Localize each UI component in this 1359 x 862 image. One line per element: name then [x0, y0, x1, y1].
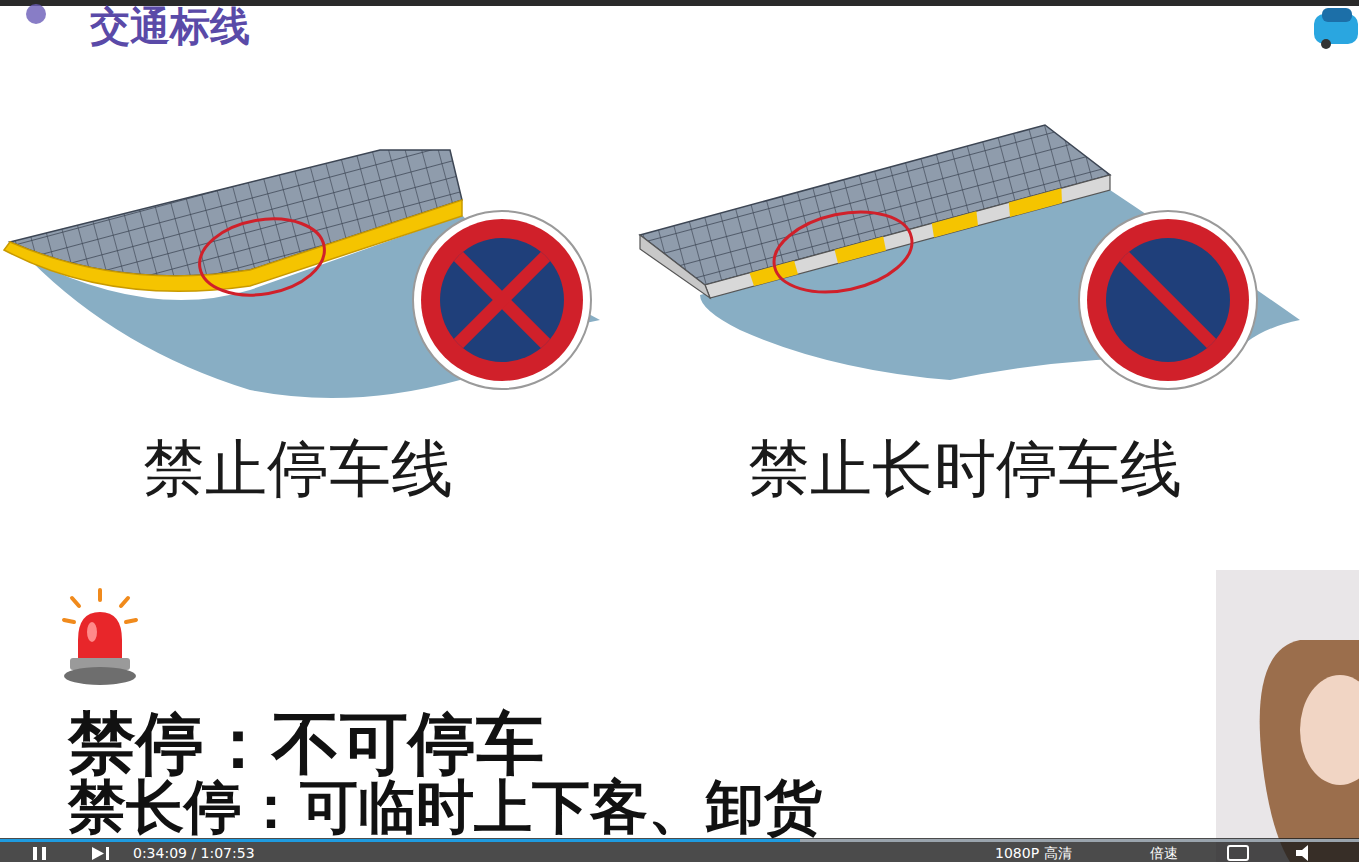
player-time: 0:34:09 / 1:07:53 [133, 846, 255, 860]
note-line: 禁停：不可停车 [68, 710, 544, 778]
no-parking-curb [4, 150, 600, 398]
sign-caption: 禁止停车线 [143, 438, 453, 500]
sign-caption: 禁止长时停车线 [748, 438, 1182, 500]
no-long-parking-sign [1079, 211, 1257, 389]
note-line: 禁长停：可临时上下客、卸货 [68, 778, 822, 836]
presenter-webcam [1216, 570, 1359, 862]
player-speed: 倍速 [1150, 846, 1178, 860]
player-quality: 1080P 高清 [995, 846, 1072, 860]
slide-title: 交通标线 [90, 6, 250, 46]
car-icon [1314, 8, 1358, 49]
title-dot [26, 4, 46, 24]
alarm-icon [64, 590, 136, 685]
no-stopping-sign [413, 211, 591, 389]
video-player-bar [0, 838, 1359, 862]
no-long-parking-curb [640, 125, 1300, 380]
